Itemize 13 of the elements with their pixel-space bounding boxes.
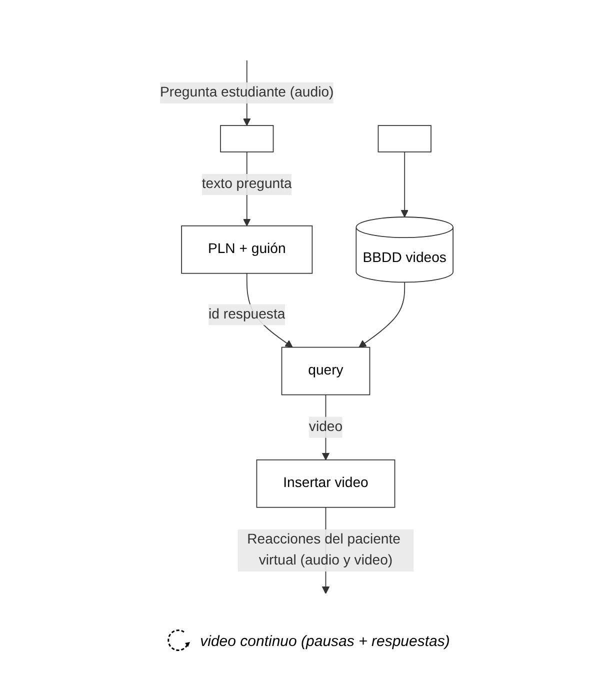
edge-label: video: [309, 419, 344, 434]
edge-label: Reacciones del paciente virtual (audio y video): [248, 532, 401, 568]
edge-label: texto pregunta: [202, 176, 292, 192]
note-text: video continuo (pausas + respuestas): [200, 632, 450, 650]
node-box: [378, 125, 432, 152]
edge-label: id respuesta: [208, 306, 286, 322]
node-box: PLN + guión: [182, 225, 314, 274]
arrow: [401, 151, 409, 218]
arrow: [359, 282, 406, 348]
node-box: query: [282, 346, 371, 396]
node-box: [220, 125, 274, 152]
edge-label: Pregunta estudiante (audio): [160, 85, 334, 100]
node-box: Insertar video: [256, 459, 396, 508]
